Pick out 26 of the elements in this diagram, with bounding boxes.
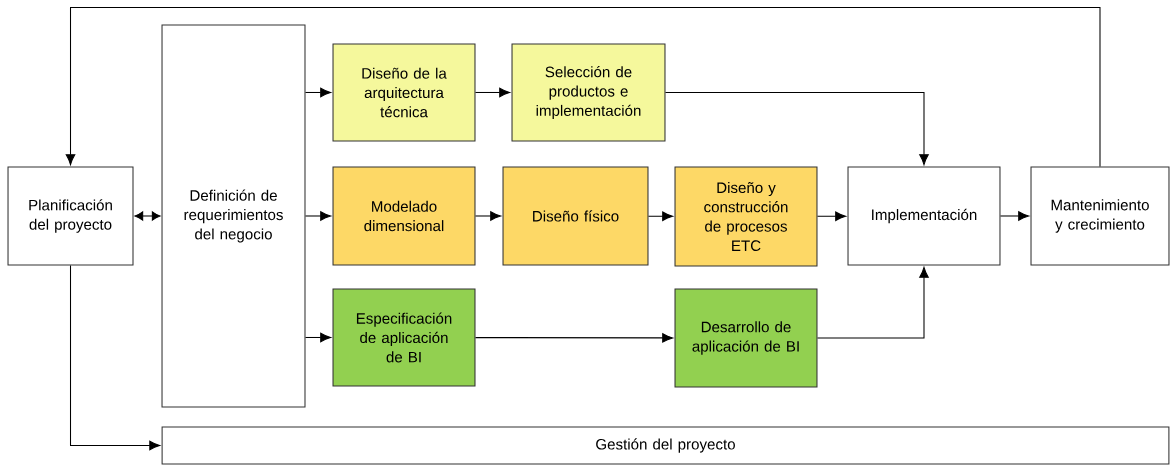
arrow	[1000, 211, 1030, 221]
process-box: Especificación de aplicación de BI	[332, 288, 476, 387]
arrow	[70, 265, 161, 451]
arrow	[65, 6, 1101, 167]
process-box: Mantenimiento y crecimiento	[1030, 166, 1170, 266]
arrow	[305, 211, 332, 221]
process-box: Gestión del proyecto	[161, 426, 1170, 465]
process-box: Modelado dimensional	[332, 166, 476, 266]
arrow	[475, 211, 502, 221]
arrow	[817, 266, 929, 339]
process-box: Diseño de la arquitectura técnica	[332, 43, 476, 142]
arrow	[648, 211, 674, 222]
arrow	[475, 333, 674, 343]
process-box: Definición de requerimientos del negocio	[161, 24, 306, 408]
process-box: Diseño y construcción de procesos ETC	[674, 166, 818, 267]
arrow	[305, 332, 332, 343]
process-box: Planificación del proyecto	[7, 166, 134, 266]
arrow	[817, 211, 847, 222]
arrow	[134, 211, 161, 221]
process-box: Desarrollo de aplicación de BI	[674, 288, 818, 388]
process-box: Implementación	[847, 166, 1001, 266]
arrow	[305, 87, 332, 98]
process-box: Diseño físico	[502, 166, 649, 266]
arrow	[475, 87, 511, 98]
process-box: Selección de productos e implementación	[511, 43, 666, 142]
arrow	[665, 91, 929, 166]
